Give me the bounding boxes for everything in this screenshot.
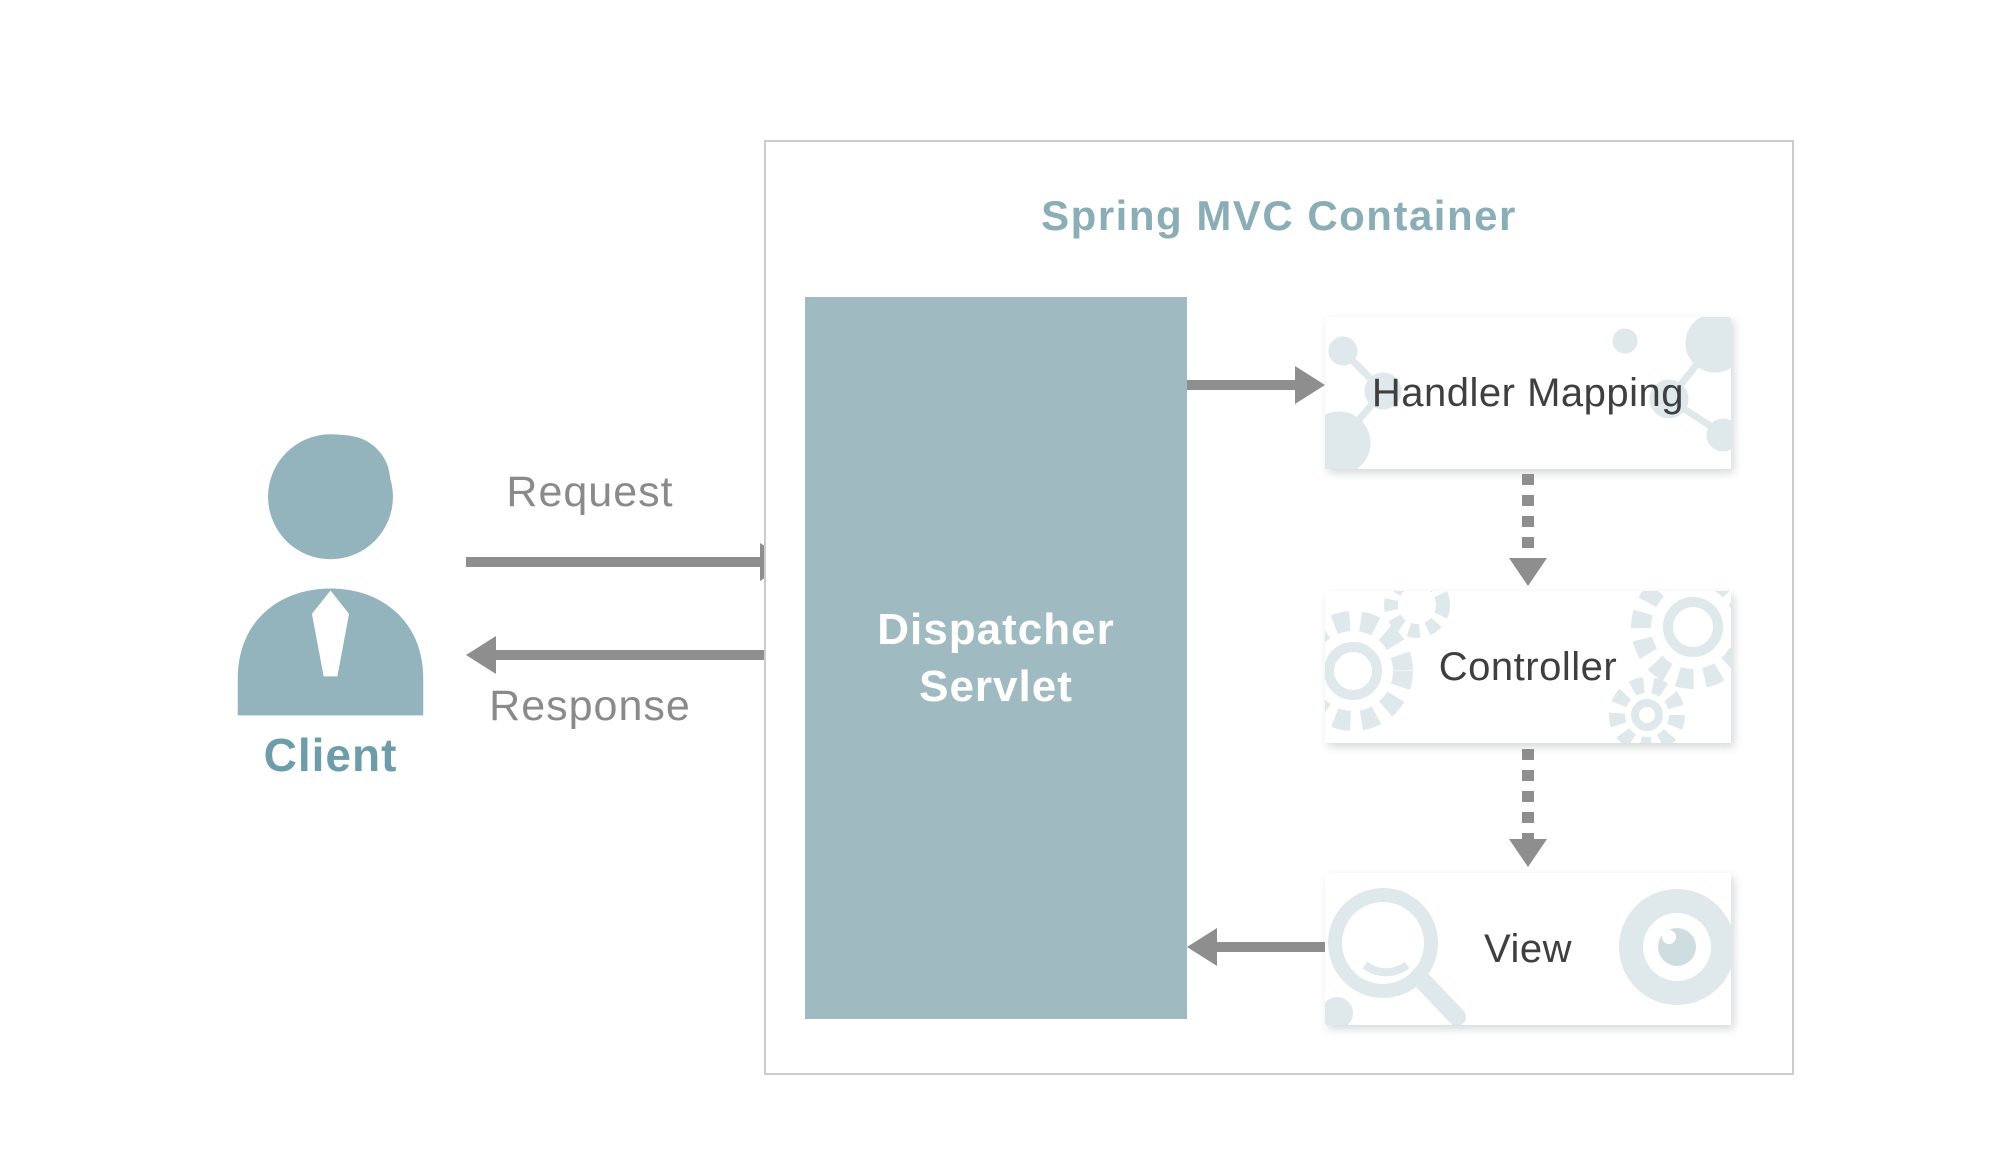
molecule-pattern-icon <box>1325 317 1731 469</box>
handler-mapping-box: Handler Mapping <box>1325 317 1731 469</box>
response-arrow <box>466 636 790 674</box>
view-box: View <box>1325 873 1731 1025</box>
controller-to-view-arrow <box>1508 749 1548 867</box>
dispatcher-servlet-label-line1: Dispatcher <box>877 604 1115 654</box>
dispatcher-servlet-label-line2: Servlet <box>919 662 1073 711</box>
request-label: Request <box>506 468 674 516</box>
spring-mvc-container-box: Spring MVC Container Dispatcher Servlet <box>764 140 1794 1075</box>
handler-mapping-label: Handler Mapping <box>1371 370 1685 415</box>
lens-eye-pattern-icon <box>1325 888 1731 1025</box>
client-label: Client <box>263 729 398 781</box>
container-title: Spring MVC Container <box>1041 192 1517 239</box>
controller-box: Controller <box>1325 591 1731 743</box>
response-label: Response <box>489 682 691 730</box>
handler-to-controller-arrow <box>1508 474 1548 586</box>
view-to-dispatcher-arrow <box>1187 928 1325 966</box>
dispatcher-to-handler-arrow <box>1187 366 1325 404</box>
gears-pattern-icon <box>1325 591 1731 743</box>
client-person-icon <box>237 434 424 716</box>
view-label: View <box>1484 926 1572 971</box>
dispatcher-servlet-box: Dispatcher Servlet <box>805 297 1187 1019</box>
controller-label: Controller <box>1438 644 1618 689</box>
request-arrow <box>466 543 790 581</box>
